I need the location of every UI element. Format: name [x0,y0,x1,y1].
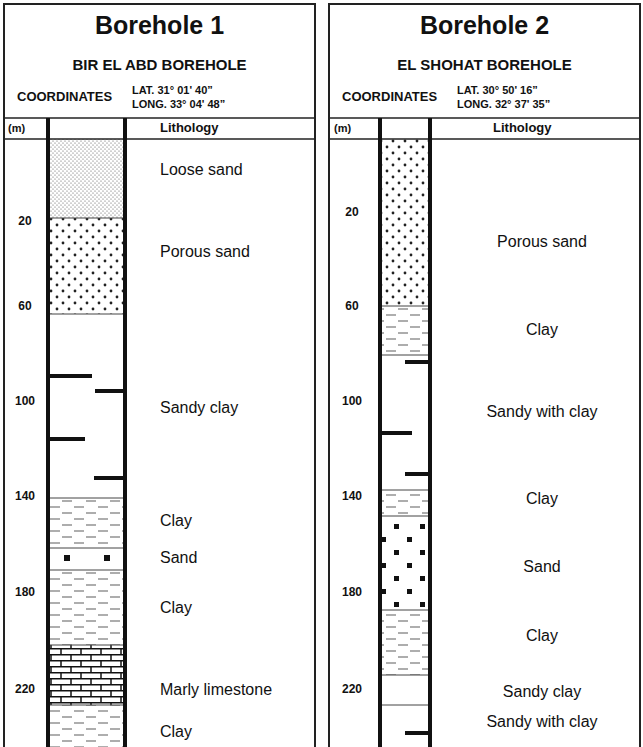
depth-label: 220 [342,683,362,697]
depth-label: 60 [18,300,31,314]
lithology-label: Marly limestone [160,681,272,699]
depth-label: 100 [15,395,35,409]
longitude: LONG. 32° 37' 35” [457,98,550,111]
lithology-label: Sand [160,549,197,567]
depth-label: 220 [15,683,35,697]
latitude: LAT. 30° 50' 16” [457,84,538,97]
depth-unit: (m) [8,122,25,135]
borehole-panel: Borehole 2 EL SHOHAT BOREHOLE COORDINATES L… [328,3,641,747]
column-walls [48,118,430,747]
lithology-label: Sandy clay [160,399,238,417]
depth-label: 180 [342,586,362,600]
borehole-name: BIR EL ABD BOREHOLE [72,56,246,73]
lithology-label: Porous sand [160,243,250,261]
header-rules [3,118,641,139]
latitude: LAT. 31° 01' 40” [132,84,213,97]
lithology-label: Clay [160,599,192,617]
column-header: Lithology [160,121,219,136]
depth-label: 100 [342,395,362,409]
borehole-title: Borehole 1 [95,11,224,40]
lithology-label: Clay [526,490,558,508]
coordinates-heading: COORDINATES [17,90,112,105]
depth-unit: (m) [334,122,351,135]
lithology-column [50,139,123,747]
depth-label: 140 [342,490,362,504]
borehole-panel: Borehole 1 BIR EL ABD BOREHOLE COORDINATES… [3,3,316,747]
depth-label: 20 [18,215,31,229]
lithology-label: Clay [526,627,558,645]
coordinates-heading: COORDINATES [342,90,437,105]
depth-label: 140 [15,490,35,504]
lithology-label: Clay [526,321,558,339]
column-header: Lithology [493,121,552,136]
lithology-label: Sand [523,558,560,576]
borehole-name: EL SHOHAT BOREHOLE [397,56,571,73]
lithology-label: Porous sand [497,233,587,251]
lithology-label: Sandy clay [503,683,581,701]
lithology-label: Clay [160,723,192,741]
depth-label: 20 [345,206,358,220]
borehole-title: Borehole 2 [420,11,549,40]
lithology-label: Loose sand [160,161,243,179]
longitude: LONG. 33° 04' 48” [132,98,225,111]
lithology-label: Sandy with clay [486,403,597,421]
lithology-label: Clay [160,512,192,530]
depth-label: 180 [15,586,35,600]
lithology-label: Sandy with clay [486,713,597,731]
depth-label: 60 [345,300,358,314]
lithology-column [382,139,428,747]
